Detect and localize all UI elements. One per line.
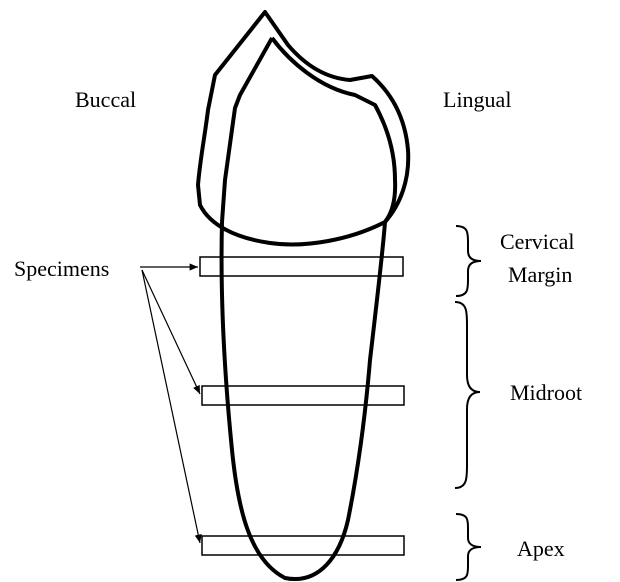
specimen-slice-cervical bbox=[200, 257, 403, 276]
apex-label: Apex bbox=[517, 536, 565, 561]
cervical-margin-label-line1: Cervical bbox=[500, 229, 575, 254]
specimen-slice-apex bbox=[202, 536, 404, 555]
specimens-label: Specimens bbox=[14, 256, 109, 281]
lingual-label: Lingual bbox=[443, 87, 511, 112]
midroot-label: Midroot bbox=[510, 380, 582, 405]
brace-cervical-margin bbox=[456, 226, 481, 296]
specimen-slice-midroot bbox=[202, 386, 404, 405]
crown-inner-outline bbox=[272, 38, 395, 222]
brace-apex bbox=[456, 514, 481, 580]
crown-inner-left bbox=[222, 38, 272, 222]
arrow-to-apex-slice bbox=[142, 270, 200, 543]
arrow-to-midroot-slice bbox=[142, 270, 200, 394]
buccal-label: Buccal bbox=[75, 87, 136, 112]
crown-outer-outline bbox=[198, 12, 408, 244]
cervical-margin-label-line2: Margin bbox=[508, 262, 572, 287]
brace-midroot bbox=[455, 302, 480, 488]
